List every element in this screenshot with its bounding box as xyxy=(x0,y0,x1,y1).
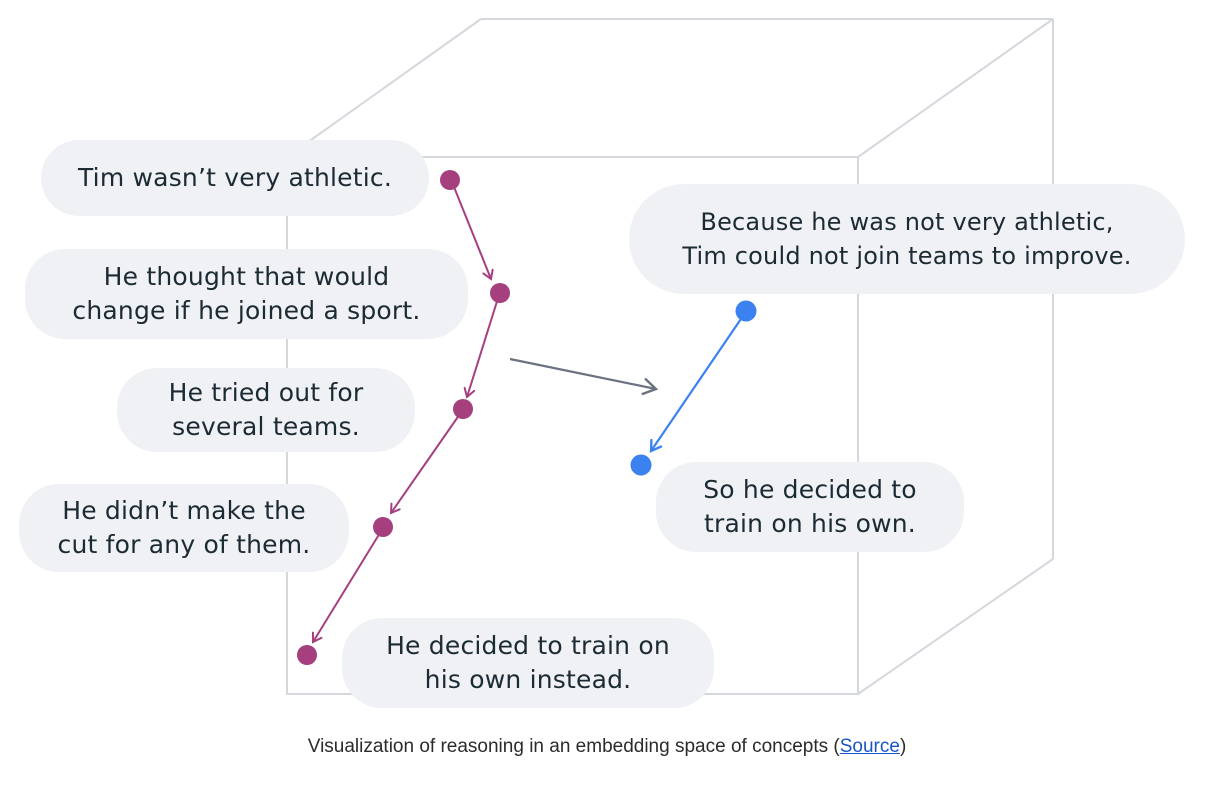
bubble-train-own-instead: He decided to train on his own instead. xyxy=(342,618,714,708)
bubble-line: He decided to train on xyxy=(386,631,670,660)
bubble-tim-not-athletic: Tim wasn’t very athletic. xyxy=(41,140,429,216)
purple-arrow-3 xyxy=(389,410,463,515)
bubble-line: He didn’t make the xyxy=(62,496,306,525)
blue-arrow xyxy=(649,312,746,453)
bubble-line: Tim could not join teams to improve. xyxy=(682,242,1132,270)
mapping-arrow xyxy=(509,357,659,396)
bubble-line: He tried out for xyxy=(168,378,364,407)
caption-text: Visualization of reasoning in an embeddi… xyxy=(307,736,840,757)
purple-arrow-2 xyxy=(463,294,500,399)
bubble-line: several teams. xyxy=(172,412,360,441)
cube-bottom-right-edge xyxy=(857,558,1054,695)
purple-point-5 xyxy=(297,645,317,665)
source-link[interactable]: Source xyxy=(839,736,900,757)
caption-close: ) xyxy=(899,736,907,757)
bubble-line: Tim wasn’t very athletic. xyxy=(77,163,392,192)
blue-point-2 xyxy=(630,454,652,476)
purple-point-3 xyxy=(453,399,473,419)
purple-point-1 xyxy=(440,170,460,190)
purple-point-4 xyxy=(373,517,393,537)
embedding-space-diagram: Tim wasn’t very athletic. He thought tha… xyxy=(19,18,1185,708)
bubble-tried-out: He tried out for several teams. xyxy=(117,368,415,452)
bubble-line: train on his own. xyxy=(704,509,916,538)
cube-top-right-edge xyxy=(857,18,1054,158)
bubble-concept-because: Because he was not very athletic, Tim co… xyxy=(629,184,1185,294)
purple-points xyxy=(297,170,510,665)
purple-reasoning-chain xyxy=(311,181,500,644)
purple-arrow-4 xyxy=(311,527,384,644)
cube-top-left-edge xyxy=(286,18,482,158)
figure-caption: Visualization of reasoning in an embeddi… xyxy=(0,736,1214,758)
bubble-didnt-make-cut: He didn’t make the cut for any of them. xyxy=(19,484,349,572)
bubble-joined-sport: He thought that would change if he joine… xyxy=(25,249,468,339)
bubble-line: change if he joined a sport. xyxy=(72,296,421,325)
purple-arrow-1 xyxy=(451,181,494,281)
cube-wireframe xyxy=(286,18,1054,695)
bubble-concept-train-own: So he decided to train on his own. xyxy=(656,462,964,552)
purple-point-2 xyxy=(490,283,510,303)
bubble-line: So he decided to xyxy=(703,475,917,504)
bubble-line: Because he was not very athletic, xyxy=(700,208,1114,236)
bubble-line: cut for any of them. xyxy=(57,530,311,559)
blue-point-1 xyxy=(735,300,757,322)
diagram-canvas xyxy=(286,18,1054,695)
bubble-line: He thought that would xyxy=(103,262,390,291)
bubble-line: his own instead. xyxy=(424,665,632,694)
